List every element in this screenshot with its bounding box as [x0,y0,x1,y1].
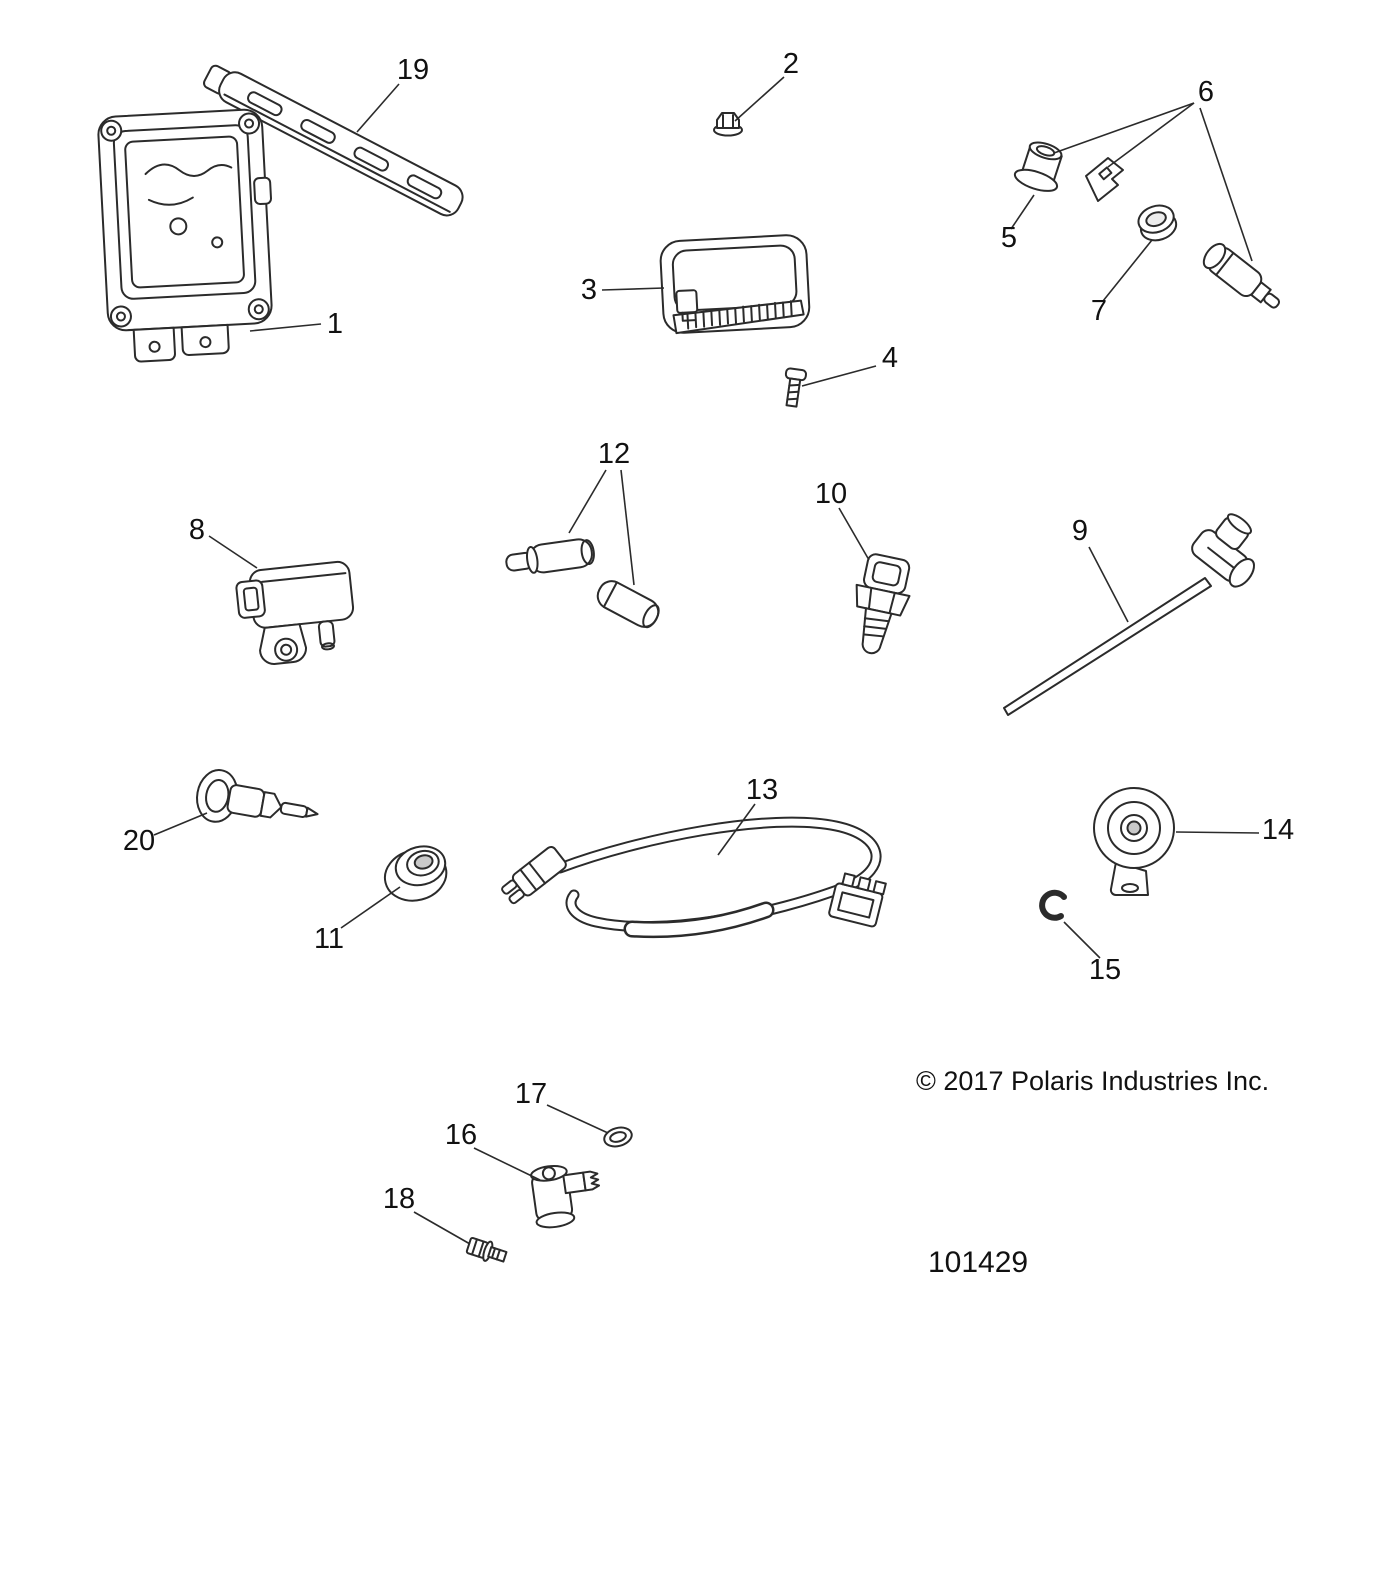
part-6-plug-sensor-illustration [1202,242,1281,309]
callout-label-5: 5 [1001,222,1017,254]
callout-label-9: 9 [1072,515,1088,547]
callout-label-14: 14 [1262,814,1294,846]
leader-12a [568,469,607,534]
leader-8 [208,535,258,569]
leader-10 [838,507,870,561]
leader-12b [620,469,635,586]
part-18-bolt-illustration [465,1236,508,1263]
callout-label-11: 11 [314,923,344,955]
callout-label-20: 20 [123,825,155,857]
leader-11 [340,886,401,929]
callout-label-19: 19 [397,54,429,86]
callout-label-2: 2 [783,48,799,80]
part-20-push-in-sensor-illustration [196,769,319,823]
leader-13 [717,803,756,856]
leader-14 [1175,831,1260,834]
callout-label-8: 8 [189,514,205,546]
part-7-bushing-illustration [1137,204,1178,242]
leader-6b [1107,102,1195,168]
callout-labels: 1 2 3 4 5 6 7 8 9 10 11 12 13 14 15 16 1… [123,48,1294,1215]
callout-leader-lines [153,76,1260,1245]
leader-16 [473,1147,541,1181]
leader-2 [734,76,785,122]
callout-label-1: 1 [327,308,343,340]
part-13-cable-assembly-illustration [501,816,887,939]
part-15-e-clip-illustration [1039,889,1067,921]
leader-7 [1102,239,1153,302]
callout-label-18: 18 [383,1183,415,1215]
part-10-temperature-sensor-illustration [855,553,911,655]
part-11-grommet-illustration [383,845,448,902]
callout-label-13: 13 [746,774,778,806]
leader-6c [1199,107,1253,262]
leader-1 [249,323,322,332]
leader-18 [413,1211,471,1245]
part-12-cap-b-illustration [596,580,660,629]
leader-6a [1053,102,1195,154]
part-8-pressure-sensor-illustration [235,560,355,665]
callout-label-12: 12 [598,438,630,470]
part-19-mounting-bracket-illustration [203,64,464,217]
part-5-cap-illustration [1013,141,1063,192]
leader-3 [601,287,665,291]
leader-20 [153,812,208,836]
callout-label-4: 4 [882,342,898,374]
part-9-level-sensor-illustration [1003,513,1256,716]
part-16-elbow-sensor-illustration [530,1164,601,1229]
leader-15 [1063,921,1101,959]
part-17-o-ring-illustration [603,1126,633,1148]
callout-label-3: 3 [581,274,597,306]
leader-19 [356,83,400,133]
leader-5 [1010,194,1035,230]
callout-label-17: 17 [515,1078,547,1110]
part-12-cap-a-illustration [505,538,595,574]
callout-label-15: 15 [1089,954,1121,986]
callout-label-10: 10 [815,478,847,510]
figure-number: 101429 [928,1246,1028,1279]
part-2-flange-nut-illustration [713,112,743,137]
callout-label-7: 7 [1091,295,1107,327]
part-6-retainer-key-illustration [1085,157,1124,202]
leader-17 [546,1104,609,1134]
part-14-round-sensor-illustration [1093,787,1175,896]
part-1-control-module-illustration [97,108,273,363]
copyright-text: © 2017 Polaris Industries Inc. [916,1066,1269,1096]
callout-label-16: 16 [445,1119,477,1151]
part-4-screw-illustration [784,367,808,408]
callout-label-6: 6 [1198,76,1214,108]
part-3-relay-module-illustration [659,234,811,335]
leader-4 [801,365,877,387]
leader-9 [1088,546,1129,623]
